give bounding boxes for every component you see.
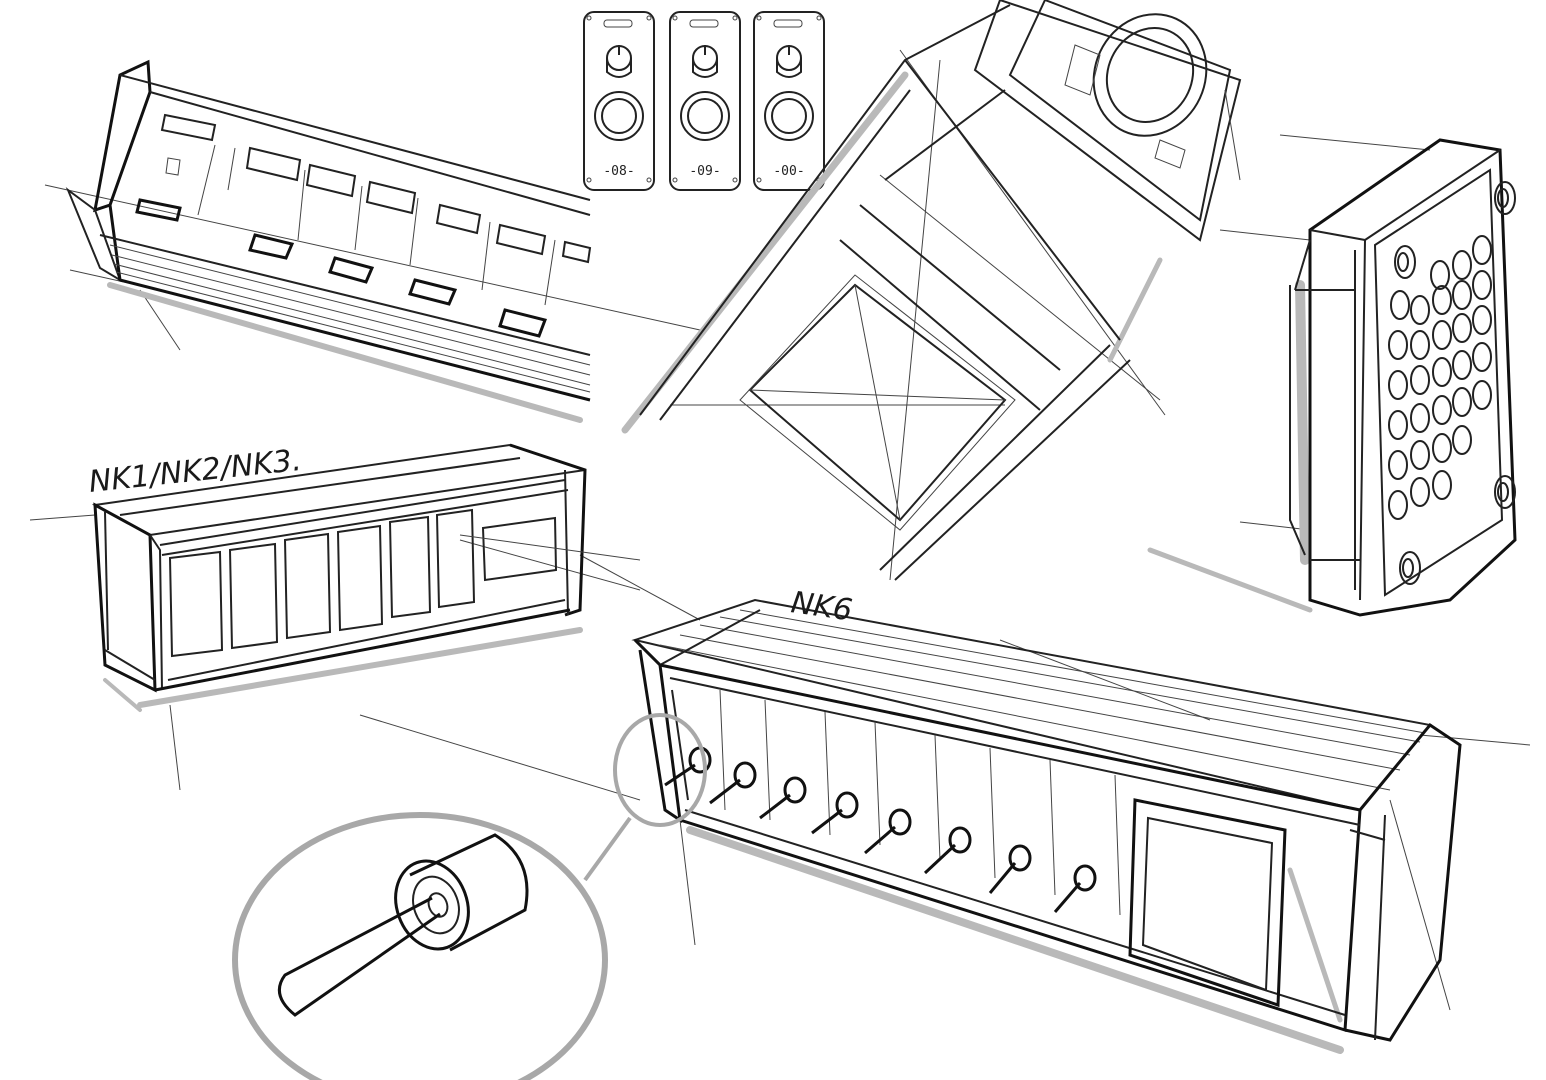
- toggle-switches: [664, 746, 1097, 913]
- end-cap-sketch: [1147, 138, 1517, 617]
- toggle-switch: [864, 808, 912, 855]
- toggle-switch: [988, 844, 1032, 894]
- control-panel-number: -00-: [773, 164, 804, 179]
- toggle-switch: [709, 761, 757, 805]
- toggle-switch: [759, 776, 807, 820]
- slot-row-upper: [160, 113, 592, 264]
- construction-lines: [29, 49, 1531, 1011]
- toggle-detail-enlarged: [277, 833, 529, 1017]
- nk6-box-sketch: NK6: [631, 585, 1462, 1054]
- toggle-switch: [811, 791, 859, 835]
- slot-row-lower: [135, 198, 547, 338]
- control-panel-1: -08-: [583, 11, 655, 191]
- corner-bosses: [1394, 181, 1516, 585]
- nk1-nk3-box-sketch: NK1/NK2/NK3.: [87, 443, 641, 712]
- module-sketch-top: [65, 59, 592, 423]
- toggle-switch: [923, 826, 972, 875]
- control-panel-2: -09-: [669, 11, 741, 191]
- fan-module-sketch: [621, 0, 1242, 581]
- toggle-switch: [1053, 864, 1097, 913]
- control-panel-number: -09-: [689, 164, 720, 179]
- group-label-nk6: NK6: [789, 585, 854, 628]
- control-panel-3: -00-: [753, 11, 825, 191]
- card-slots: [168, 508, 558, 658]
- fan-housing: [973, 0, 1242, 242]
- control-panel-set: -08- -09-: [583, 11, 825, 191]
- control-panel-number: -08-: [603, 164, 634, 179]
- vent-holes: [1388, 235, 1492, 520]
- toggle-detail-callout: [232, 713, 707, 1080]
- card-dividers: [719, 689, 1121, 916]
